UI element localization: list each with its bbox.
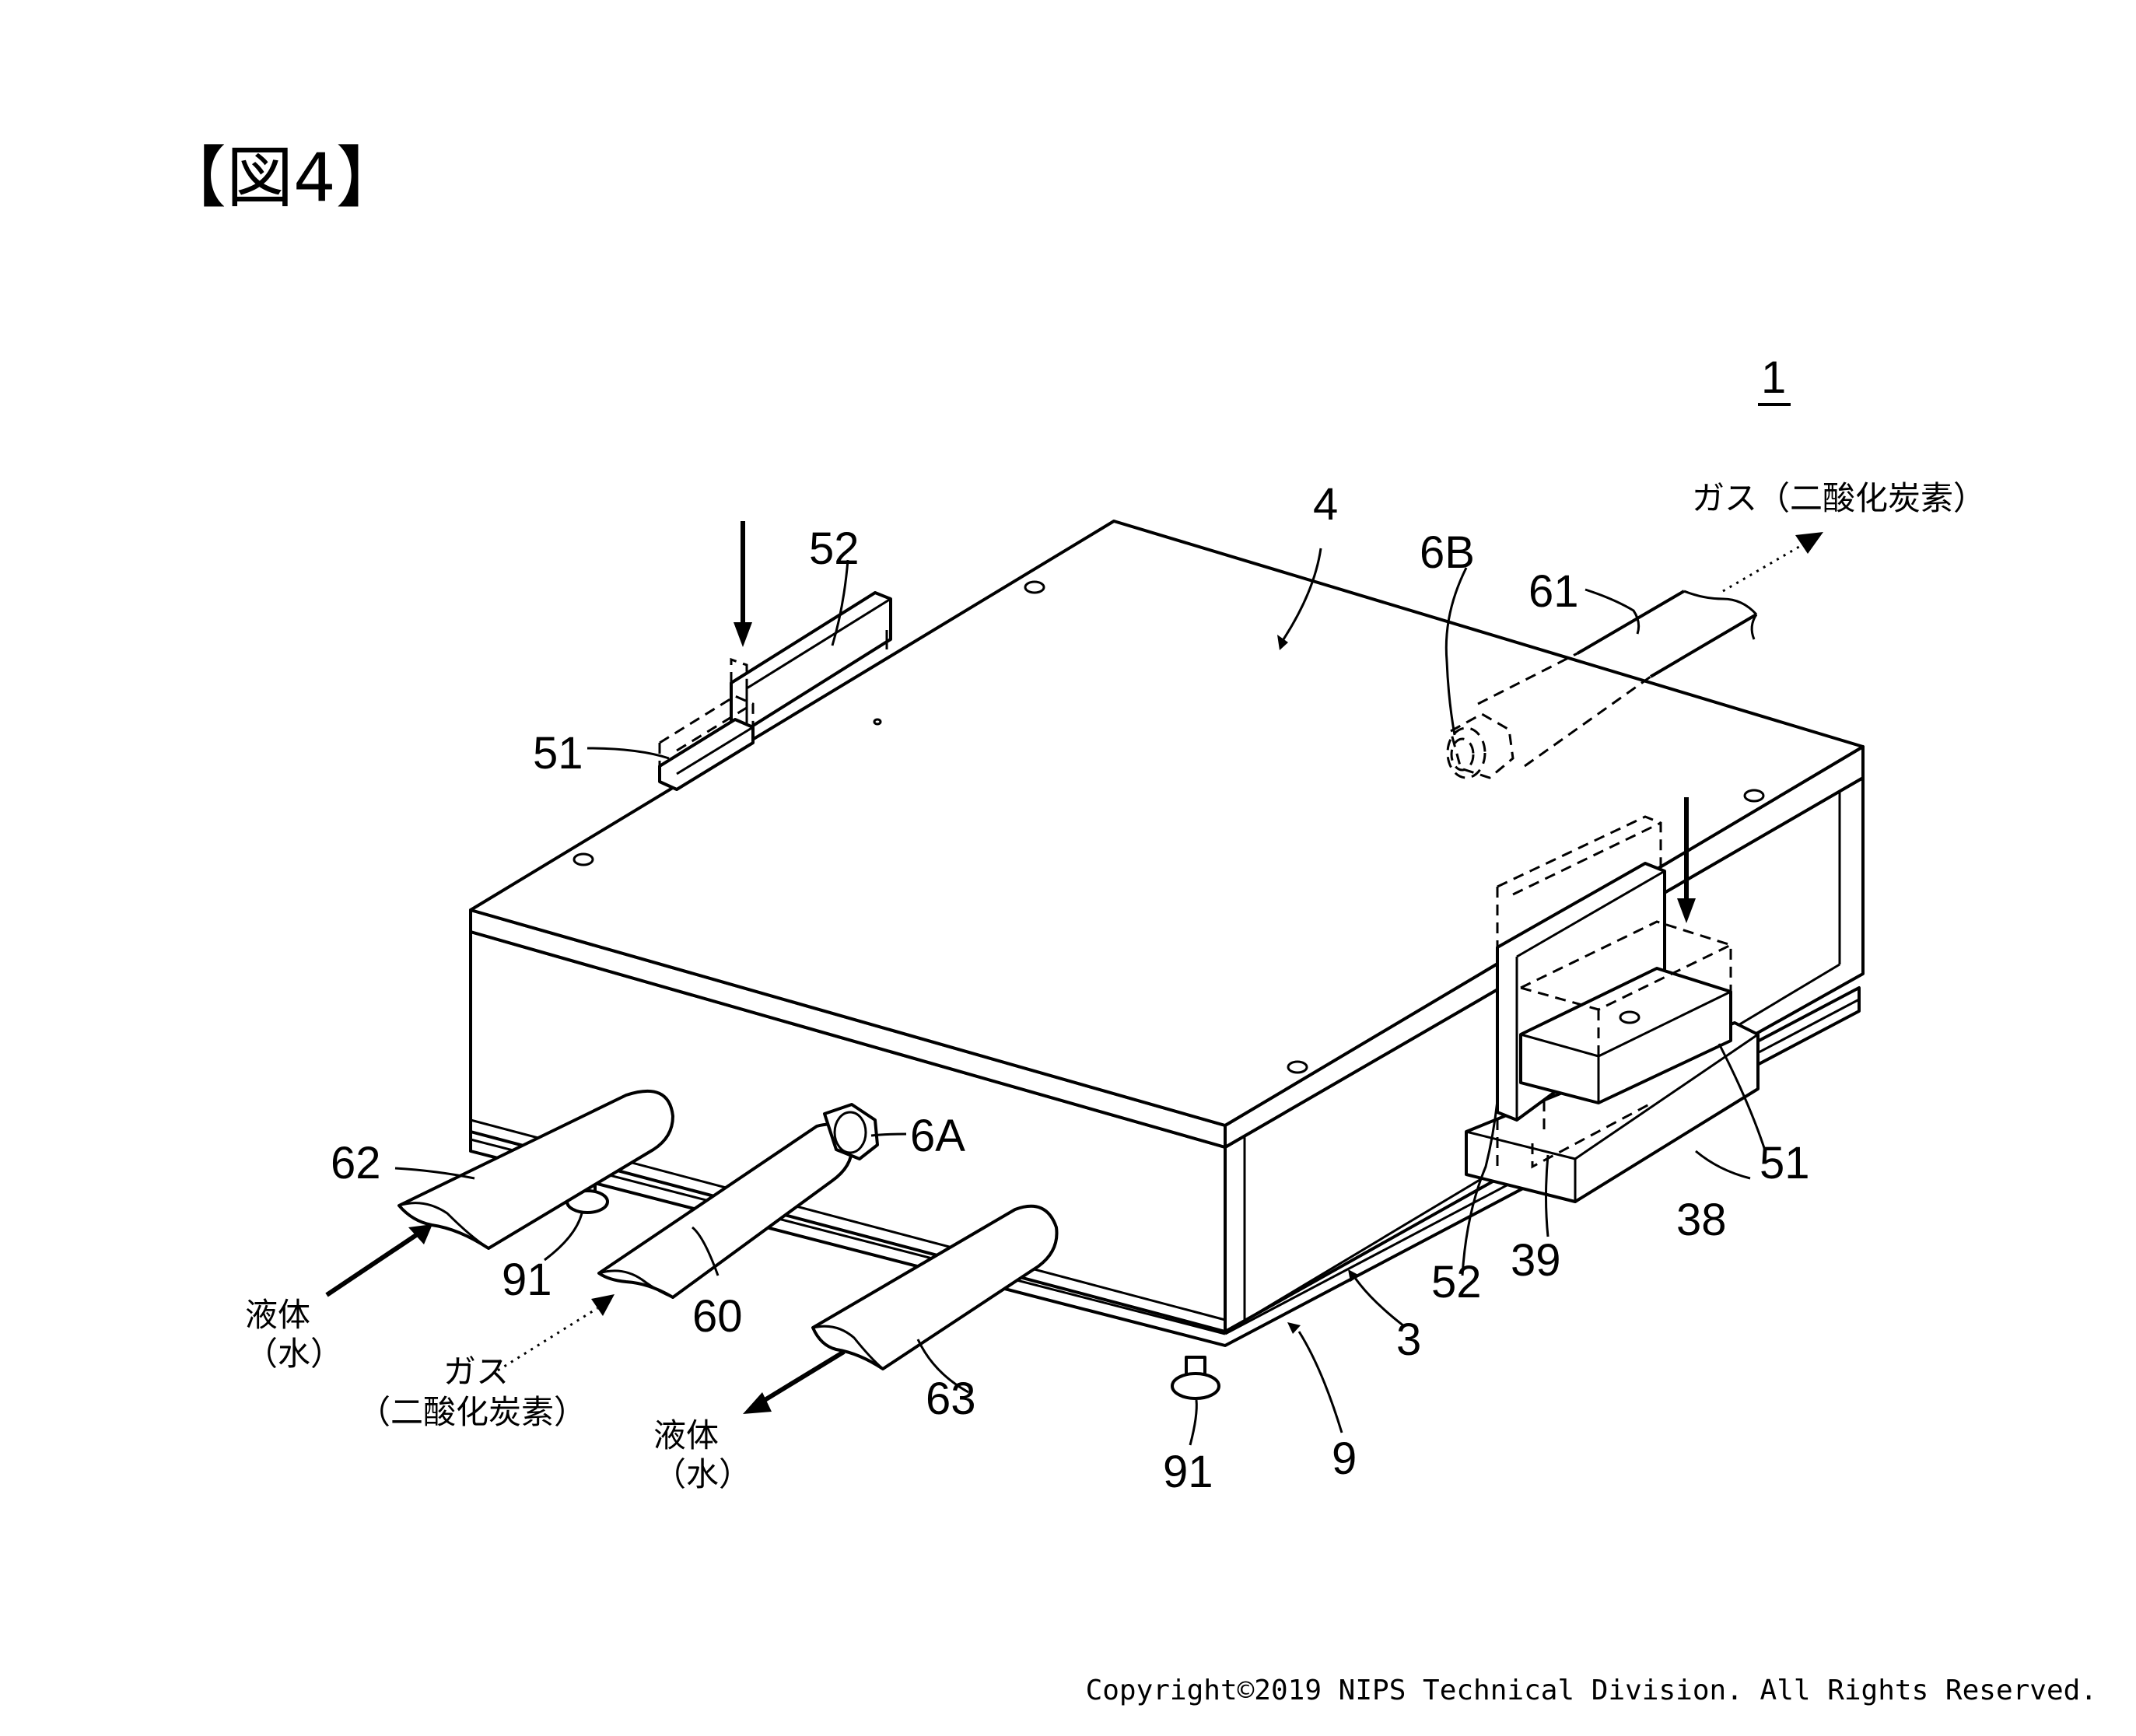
arrow-down-right [1677,797,1696,923]
label-3: 3 [1396,1314,1421,1365]
label-52-right: 52 [1431,1257,1482,1307]
block-39 [1531,1101,1650,1169]
copyright-notice: Copyright©2019 NIPS Technical Division. … [1085,1675,2097,1706]
arrow-gas-out [1722,532,1823,593]
arrow-down-left [734,521,752,647]
label-38: 38 [1676,1195,1727,1245]
figure-title: 【図4】 [159,139,403,217]
label-9: 9 [1332,1433,1357,1484]
annotation-liquid-out-1: 液体 [653,1416,719,1454]
label-top-cover: 4 [1313,479,1338,530]
plate-51-right [1519,967,1732,1104]
annotation-gas-out: ガス（二酸化炭素） [1692,479,1986,517]
annotation-liquid-in-1: 液体 [245,1296,310,1334]
annotation-gas-in-2: （二酸化炭素） [358,1393,587,1431]
annotation-liquid-in-2: （水） [245,1335,343,1373]
fitting-6b [1446,712,1514,779]
label-60: 60 [692,1291,743,1342]
arrow-gas-in [497,1294,615,1372]
label-51-left: 51 [533,728,583,779]
label-51-right: 51 [1760,1138,1810,1188]
block-38 [1465,1021,1760,1203]
annotation-gas-in-1: ガス [443,1353,509,1391]
label-61: 61 [1528,566,1579,617]
leader-lines [394,548,1767,1446]
label-device: 1 [1761,352,1786,403]
label-63: 63 [926,1374,976,1424]
label-52-left: 52 [809,523,860,574]
plate-51-right-ghost [1520,920,1732,1056]
fitting-6a [823,1103,879,1160]
label-62: 62 [331,1138,381,1188]
annotation-liquid-out-2: （水） [653,1455,751,1493]
annotations: ガス（二酸化炭素） 液体 （水） ガス （二酸化炭素） 液体 （水） [245,479,1986,1493]
label-91-left: 91 [502,1255,552,1305]
label-91-right: 91 [1163,1447,1213,1497]
plate-51-left [658,695,755,791]
pipe-62 [397,1089,674,1250]
label-6b: 6B [1420,527,1475,578]
arrow-liquid-in [325,1224,432,1297]
pipe-63 [811,1204,1059,1370]
label-39: 39 [1511,1235,1561,1286]
labels: 1 4 6B 61 52 51 62 6A 91 60 63 91 9 3 52… [331,352,1810,1497]
arrow-liquid-out [743,1349,846,1414]
foot-right [1171,1356,1220,1400]
label-6a: 6A [910,1111,965,1161]
pipe-61 [1477,590,1758,768]
